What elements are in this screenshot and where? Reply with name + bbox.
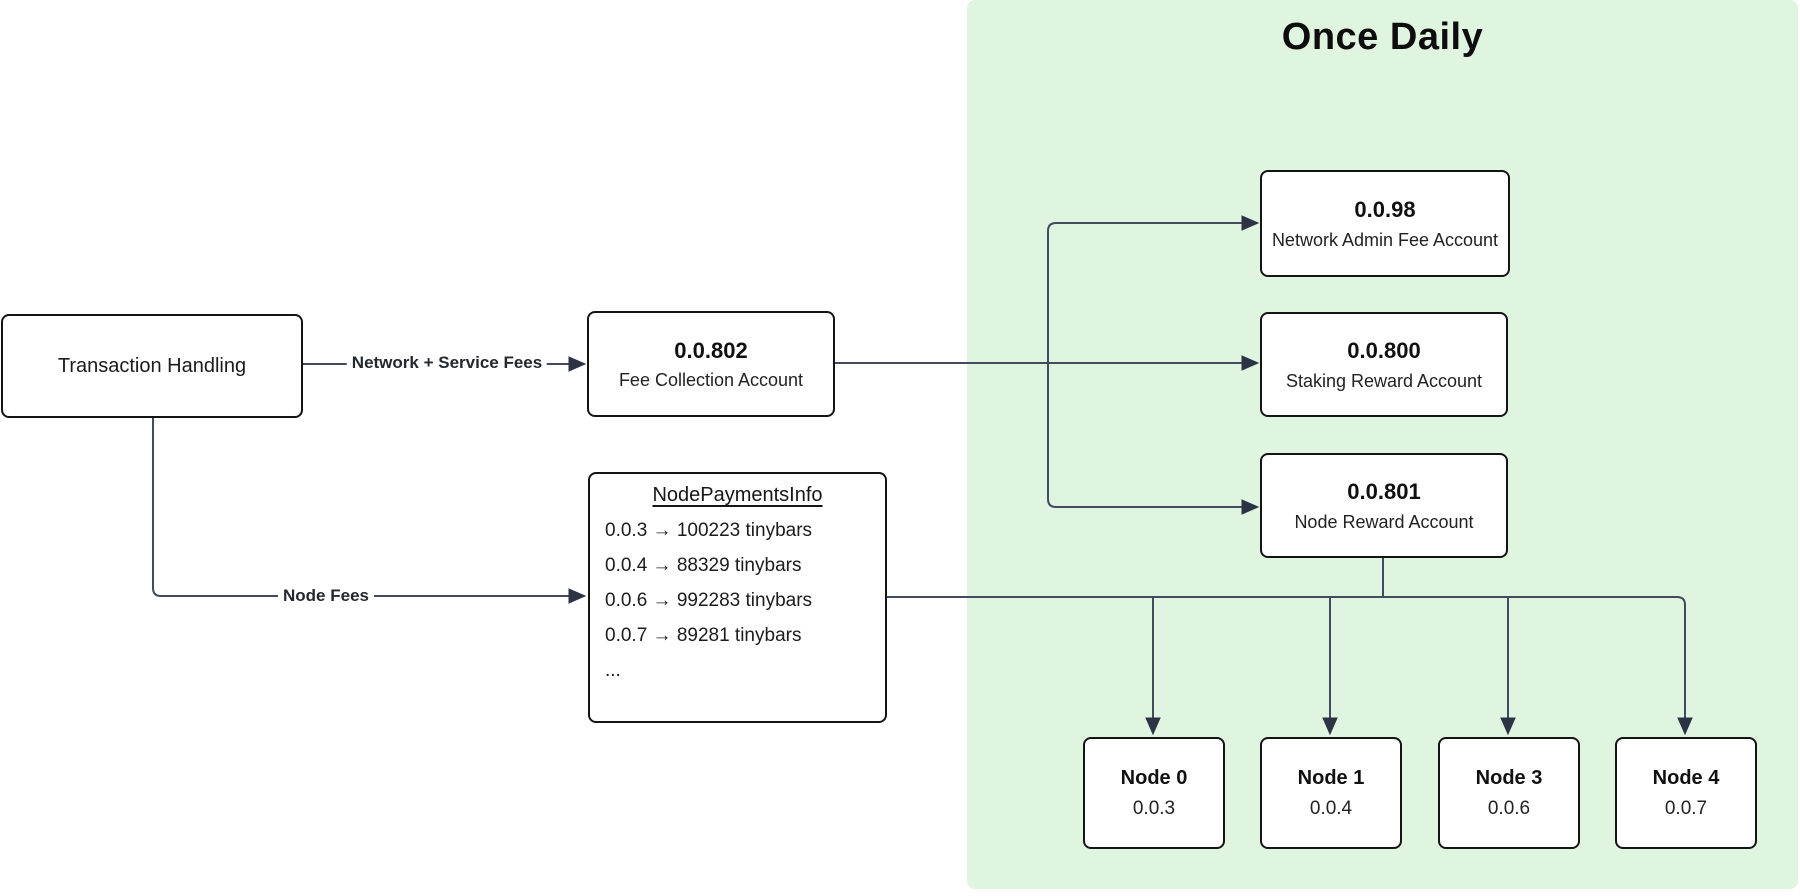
node-payments-list: 0.0.3 → 100223 tinybars 0.0.4 → 88329 ti… xyxy=(590,513,885,688)
arrowhead-fee-collection xyxy=(568,356,587,372)
edge-payments-bus xyxy=(887,596,1686,719)
fee-collection-account-name: Fee Collection Account xyxy=(618,370,804,391)
edge-fee-to-network-admin xyxy=(1047,222,1244,363)
staking-reward-account-id: 0.0.800 xyxy=(1347,338,1421,363)
payment-entry: 0.0.4 → 88329 tinybars xyxy=(605,555,802,576)
node-payments-info-box: NodePaymentsInfo 0.0.3 → 100223 tinybars… xyxy=(588,472,887,723)
network-admin-fee-account-name: Network Admin Fee Account xyxy=(1271,229,1499,250)
fee-collection-account-box: 0.0.802 Fee Collection Account xyxy=(587,311,835,417)
node-3-name: Node 3 xyxy=(1475,766,1543,789)
node-4-box: Node 4 0.0.7 xyxy=(1615,737,1757,849)
node-reward-account-id: 0.0.801 xyxy=(1347,479,1421,504)
arrowhead-node-payments xyxy=(568,588,587,604)
once-daily-title: Once Daily xyxy=(1281,16,1484,58)
node-1-account: 0.0.4 xyxy=(1309,797,1353,819)
edge-label-node-fees: Node Fees xyxy=(278,586,374,606)
node-0-name: Node 0 xyxy=(1120,766,1188,789)
arrowhead-network-admin xyxy=(1241,215,1260,231)
transaction-handling-box: Transaction Handling xyxy=(1,314,303,418)
edge-label-network-service-fees: Network + Service Fees xyxy=(346,353,548,373)
node-1-name: Node 1 xyxy=(1297,766,1365,789)
arrowhead-node0 xyxy=(1145,717,1161,736)
arrowhead-node1 xyxy=(1322,717,1338,736)
node-0-box: Node 0 0.0.3 xyxy=(1083,737,1225,849)
payment-entry: 0.0.7 → 89281 tinybars xyxy=(605,625,802,646)
arrowhead-node3 xyxy=(1500,717,1516,736)
network-admin-fee-account-id: 0.0.98 xyxy=(1354,197,1416,222)
staking-reward-account-name: Staking Reward Account xyxy=(1285,370,1483,391)
staking-reward-account-box: 0.0.800 Staking Reward Account xyxy=(1260,312,1508,417)
node-reward-account-box: 0.0.801 Node Reward Account xyxy=(1260,453,1508,558)
node-3-box: Node 3 0.0.6 xyxy=(1438,737,1580,849)
transaction-handling-label: Transaction Handling xyxy=(57,354,247,377)
node-0-account: 0.0.3 xyxy=(1132,797,1176,819)
node-1-box: Node 1 0.0.4 xyxy=(1260,737,1402,849)
node-4-name: Node 4 xyxy=(1652,766,1720,789)
edge-node-fees xyxy=(152,418,571,597)
arrowhead-node4 xyxy=(1677,717,1693,736)
payment-entry-ellipsis: ... xyxy=(605,660,621,681)
edge-fee-to-node-reward xyxy=(1047,363,1244,508)
arrowhead-node-reward xyxy=(1241,499,1260,515)
fee-collection-account-id: 0.0.802 xyxy=(674,337,748,363)
payment-entry: 0.0.3 → 100223 tinybars xyxy=(605,520,813,541)
node-4-account: 0.0.7 xyxy=(1664,797,1708,819)
network-admin-fee-account-box: 0.0.98 Network Admin Fee Account xyxy=(1260,170,1510,277)
arrowhead-staking xyxy=(1241,355,1260,371)
node-3-account: 0.0.6 xyxy=(1487,797,1531,819)
payment-entry: 0.0.6 → 992283 tinybars xyxy=(605,590,813,611)
node-reward-account-name: Node Reward Account xyxy=(1294,511,1474,532)
node-payments-info-title: NodePaymentsInfo xyxy=(652,484,823,506)
